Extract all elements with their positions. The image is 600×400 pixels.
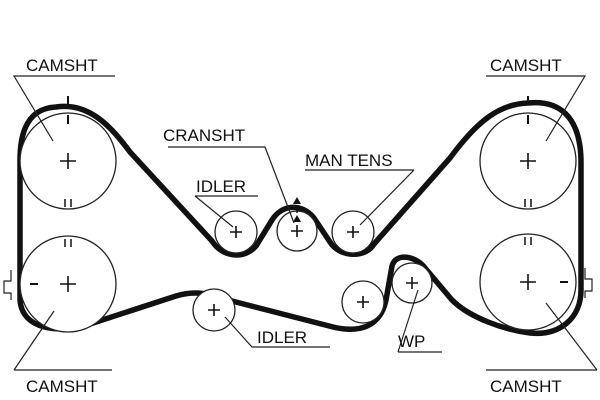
timing-belt	[17, 99, 584, 337]
label-manual-tensioner: MAN TENS	[305, 151, 393, 170]
label-camshaft-bottom-right: CAMSHT	[490, 377, 562, 396]
timing-marks	[30, 96, 568, 285]
left-reference-mark	[3, 270, 12, 300]
label-idler-top: IDLER	[196, 177, 246, 196]
pulley-center-marks	[60, 153, 536, 316]
leader-lines	[12, 75, 598, 371]
crankshaft-timing-arrow	[293, 197, 301, 204]
crankshaft-pulley-marker	[293, 215, 301, 222]
label-camshaft-top-right: CAMSHT	[490, 56, 562, 75]
label-camshaft-top-left: CAMSHT	[26, 56, 98, 75]
label-camshaft-bottom-left: CAMSHT	[26, 377, 98, 396]
label-idler-bottom: IDLER	[257, 328, 307, 347]
label-water-pump: WP	[398, 332, 425, 351]
right-reference-mark	[584, 268, 593, 298]
label-crankshaft: CRANSHT	[163, 126, 245, 145]
